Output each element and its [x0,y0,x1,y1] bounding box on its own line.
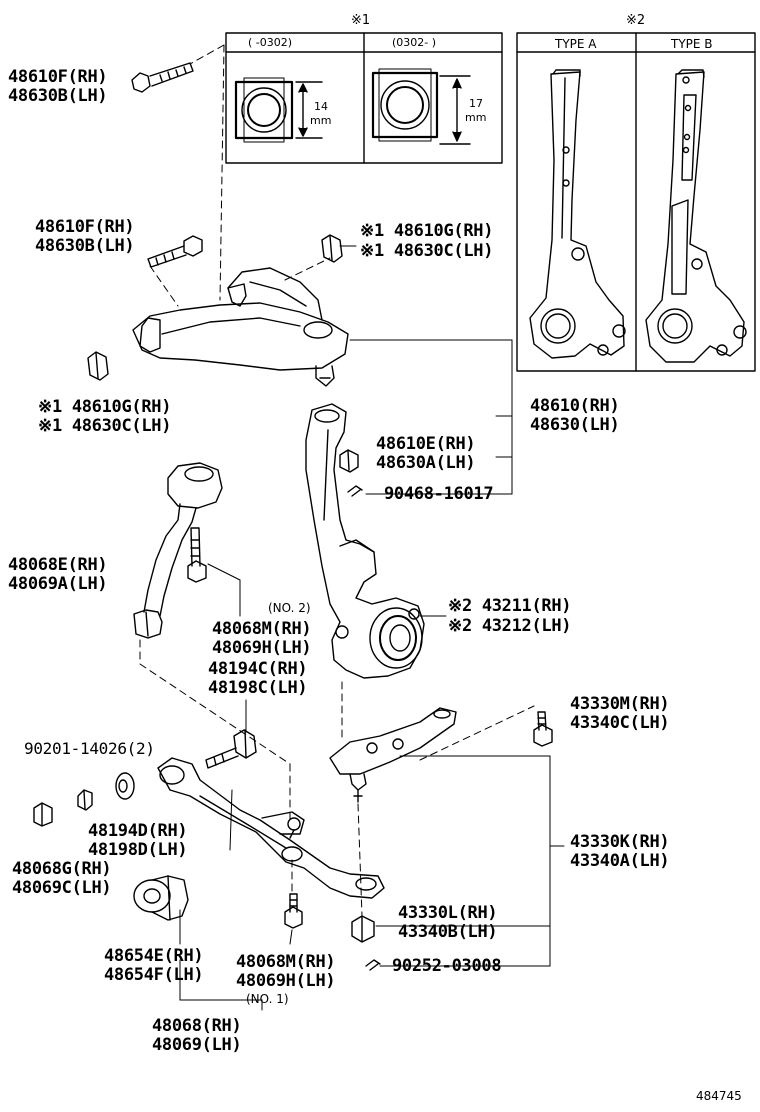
inset-1-bushing-sizes [225,32,503,164]
label-nut-upper-lh: 48630A(LH) [376,453,476,473]
type-b-header: TYPE B [671,37,713,51]
label-bush-right-lh: ※1 48630C(LH) [360,241,494,261]
inset-1-dim2-unit: mm [465,111,487,124]
lower-arm-drawing [157,757,385,899]
label-strut-rod-rh: 48068E(RH) [8,555,108,575]
inset-1-col1-header: ( -0302) [248,36,293,49]
knuckle-type-b-drawing [645,69,747,363]
label-no1: (NO. 1) [246,992,289,1006]
label-bushing-rh: 48654E(RH) [104,946,204,966]
label-cam-plate-lh: 48198D(LH) [88,840,188,860]
label-bolt-no1-lh: 48069H(LH) [236,971,336,991]
label-bush-left-lh: ※1 48630C(LH) [38,416,172,436]
label-nut-upper-rh: 48610E(RH) [376,434,476,454]
inset-1-col2-header: (0302- ) [392,36,437,49]
cam-bolt-drawing [205,729,257,769]
inset-1-dim1-unit: mm [310,114,332,127]
cotter-pin-lower-drawing [365,959,381,971]
steering-knuckle-drawing [305,403,425,679]
label-upper-arm-lh: 48630(LH) [530,415,620,435]
strut-rod-drawing [133,462,223,639]
label-bolt-no1-rh: 48068M(RH) [236,952,336,972]
inset-1-mark: ※1 [351,13,371,28]
inset-2-knuckle-types [516,32,756,372]
label-bush-right-rh: ※1 48610G(RH) [360,221,494,241]
label-cam-plate-rh: 48194D(RH) [88,821,188,841]
nut-upper-drawing [339,449,359,473]
label-bj-nut-lh: 43340B(LH) [398,922,498,942]
label-knuckle-rh: ※2 43211(RH) [448,596,572,616]
ball-joint-nut-drawing [351,915,375,943]
label-bolt-mid-rh: 48610F(RH) [35,217,135,237]
nut-90201-drawing [77,789,93,811]
label-bolt-mid-lh: 48630B(LH) [35,236,135,256]
bushing-left-drawing [87,351,109,381]
label-bj-nut-rh: 43330L(RH) [398,903,498,923]
bushing-14mm-drawing [234,77,323,143]
diagram-reference-number: 484745 [696,1089,742,1103]
ball-joint-bolt-drawing [533,711,553,747]
label-no2: (NO. 2) [268,601,311,615]
label-nut-90201: 90201-14026(2) [24,739,155,758]
label-cam-bolt-rh: 48194C(RH) [208,659,308,679]
label-cam-bolt-lh: 48198C(LH) [208,678,308,698]
knuckle-type-a-drawing [529,69,626,359]
ball-joint-drawing [329,707,457,803]
nut-lower-drawing [33,802,53,827]
upper-arm-drawing [132,267,349,387]
label-bush-left-rh: ※1 48610G(RH) [38,397,172,417]
label-cotter-pin-lower: 90252-03008 [392,956,502,976]
type-a-header: TYPE A [555,37,597,51]
label-ball-joint-lh: 43340A(LH) [570,851,670,871]
bolt-no1-drawing [284,893,303,929]
label-ball-bolt-rh: 43330M(RH) [570,694,670,714]
label-bolt-no2-rh: 48068M(RH) [212,619,312,639]
assembly-lines [139,44,535,917]
label-bolt-top-lh: 48630B(LH) [8,86,108,106]
label-cotter-pin-upper: 90468-16017 [384,484,494,504]
bolt-mid-drawing [147,235,203,268]
label-bushing-lh: 48654F(LH) [104,965,204,985]
bolt-top-drawing [131,62,194,93]
cotter-pin-upper-drawing [347,485,363,497]
label-lower-arm-rh: 48068(RH) [152,1016,242,1036]
leader-lines [179,245,565,1011]
label-upper-arm-rh: 48610(RH) [530,396,620,416]
bushing-17mm-drawing [371,68,471,145]
label-bolt-no2-lh: 48069H(LH) [212,638,312,658]
label-ball-joint-rh: 43330K(RH) [570,832,670,852]
cam-plate-drawing [115,772,135,800]
label-strut-rod-lh: 48069A(LH) [8,574,108,594]
bolt-no2-drawing [187,527,207,583]
label-nut-lower-rh: 48068G(RH) [12,859,112,879]
label-knuckle-lh: ※2 43212(LH) [448,616,572,636]
bushing-right-drawing [321,234,343,263]
bushing-large-drawing [133,875,189,921]
inset-1-dim1-value: 14 [314,100,328,113]
label-ball-bolt-lh: 43340C(LH) [570,713,670,733]
label-bolt-top-rh: 48610F(RH) [8,67,108,87]
inset-1-dim2-value: 17 [469,97,483,110]
label-lower-arm-lh: 48069(LH) [152,1035,242,1055]
label-nut-lower-lh: 48069C(LH) [12,878,112,898]
inset-2-mark: ※2 [626,13,646,28]
